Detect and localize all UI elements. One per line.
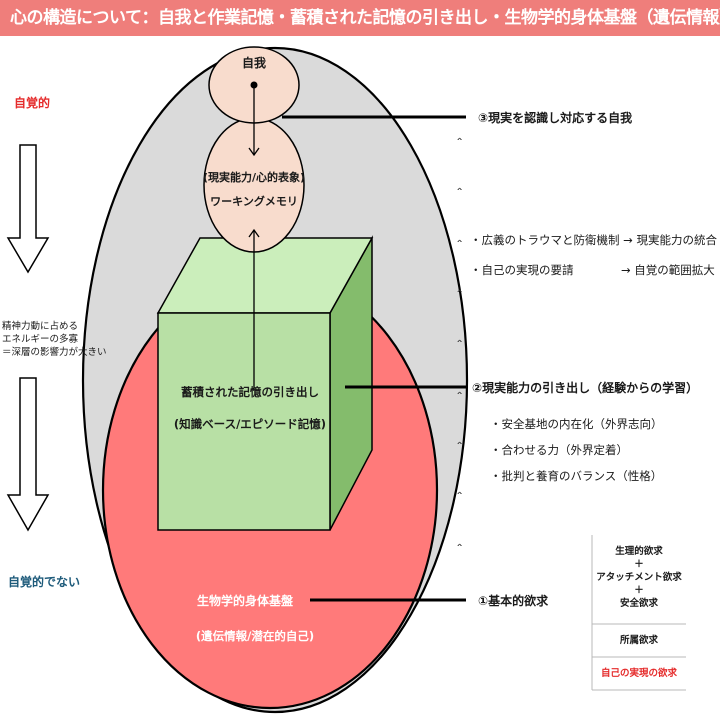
energy-note: 精神力動に占める エネルギーの多寡 ＝深層の影響力が大きい	[2, 321, 107, 358]
bio-label: 生物学的身体基盤	[196, 594, 293, 608]
page-title: 心の構造について：自我と作業記憶・蓄積された記憶の引き出し・生物学的身体基盤（遺…	[0, 0, 720, 36]
conscious-label: 自覚的	[14, 96, 51, 110]
unconscious-label: 自覚的でない	[8, 575, 81, 589]
self-actualization-line: ・自己の実現の要請	[470, 263, 574, 277]
needs-belonging: 所属欲求	[619, 635, 658, 646]
trauma-line: ・広義のトラウマと防衛機制 → 現実能力の統合	[470, 233, 717, 247]
item-3-label: ③現実を認識し対応する自我	[478, 111, 633, 125]
caret-mark: ＾	[452, 544, 468, 562]
caret-mark: ＾	[452, 240, 468, 258]
sub-item-balance: ・批判と養育のバランス（性格）	[490, 469, 663, 483]
needs-self-actualization: 自己の実現の欲求	[600, 668, 677, 679]
awareness-expansion: → 自覚の範囲拡大	[621, 263, 715, 277]
needs-basic: 生理的欲求 ＋ アタッチメント欲求 ＋ 安全欲求	[596, 546, 682, 609]
bio-sublabel: (遺伝情報/潜在的自己)	[195, 629, 315, 643]
caret-mark: ＾	[452, 340, 468, 358]
ego-dot	[250, 81, 258, 89]
ego-label: 自我	[241, 56, 266, 70]
down-arrow-lower	[6, 377, 50, 532]
caret-mark: ＾	[452, 188, 468, 206]
working-memory-label: (現実能力/心的表象) ワーキングメモリ	[202, 171, 306, 208]
caret-mark: ＾	[452, 392, 468, 410]
memory-label: 蓄積された記憶の引き出し (知識ベース/エピソード記憶)	[173, 385, 327, 431]
item-2-label: ②現実能力の引き出し（経験からの学習）	[472, 381, 699, 395]
cube-front	[157, 312, 331, 531]
caret-mark: ＾	[452, 138, 468, 156]
caret-mark: ＾	[452, 492, 468, 510]
sub-item-secure-base: ・安全基地の内在化（外界志向）	[490, 417, 663, 431]
caret-mark: ＾	[452, 442, 468, 460]
item-1-label: ①基本的欲求	[478, 594, 549, 608]
sub-item-adapt: ・合わせる力（外界定着）	[490, 443, 628, 457]
down-arrow-upper	[6, 144, 50, 274]
caret-mark: ＾	[452, 290, 468, 308]
